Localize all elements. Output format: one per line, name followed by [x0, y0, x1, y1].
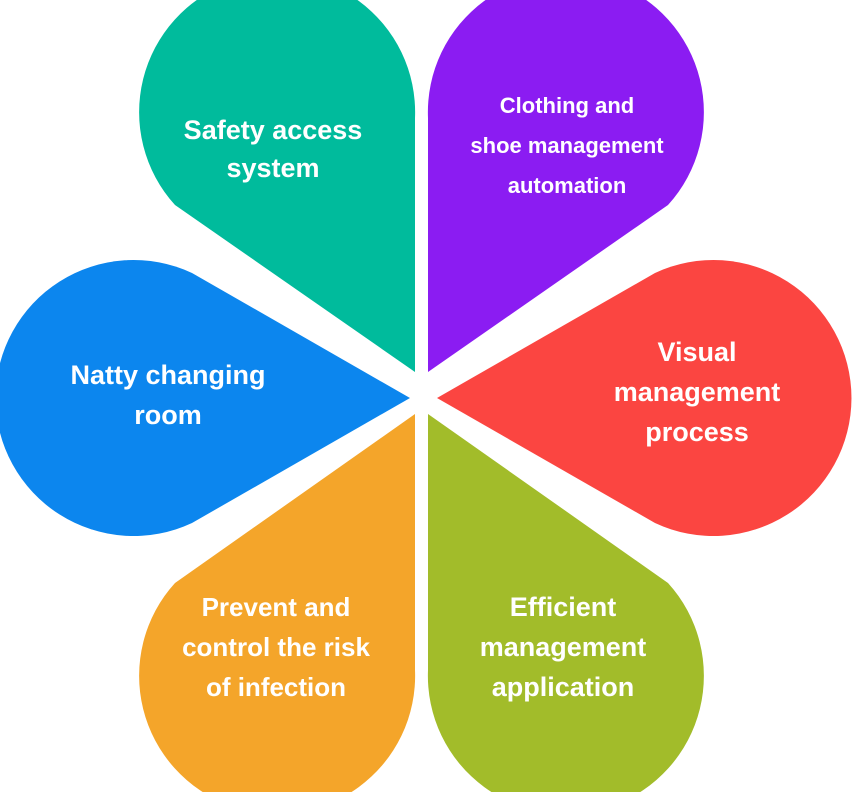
petal-visual-management-process [437, 260, 852, 536]
petal-clothing-shoe-management [427, 0, 704, 372]
label-line: application [491, 672, 635, 702]
label-line: system [226, 153, 320, 183]
label-line: control the risk [182, 632, 370, 662]
label-natty-changing-room: Natty changing room [70, 355, 265, 435]
petal-safety-access-system [139, 0, 416, 372]
label-clothing-shoe-management: Clothing and shoe management automation [470, 86, 663, 206]
label-line: management [613, 377, 781, 407]
label-line: Safety access [183, 115, 363, 145]
label-line: Clothing and [499, 93, 635, 118]
label-safety-access-system: Safety access system [184, 111, 363, 187]
label-line: process [645, 417, 749, 447]
label-line: Efficient [509, 592, 617, 622]
petal-efficient-management-application [427, 414, 704, 792]
label-prevent-control-infection: Prevent and control the risk of infectio… [182, 587, 370, 707]
label-line: shoe management [470, 133, 664, 158]
label-line: Prevent and [201, 592, 351, 622]
label-line: management [479, 632, 647, 662]
label-line: room [134, 400, 202, 430]
petal-prevent-control-infection [139, 414, 416, 792]
label-visual-management-process: Visual management process [614, 332, 781, 452]
label-line: Visual [657, 337, 737, 367]
label-line: of infection [205, 672, 347, 702]
label-line: Natty changing [70, 360, 266, 390]
label-efficient-management-application: Efficient management application [480, 587, 647, 707]
label-line: automation [507, 173, 627, 198]
petal-natty-changing-room [0, 260, 410, 536]
